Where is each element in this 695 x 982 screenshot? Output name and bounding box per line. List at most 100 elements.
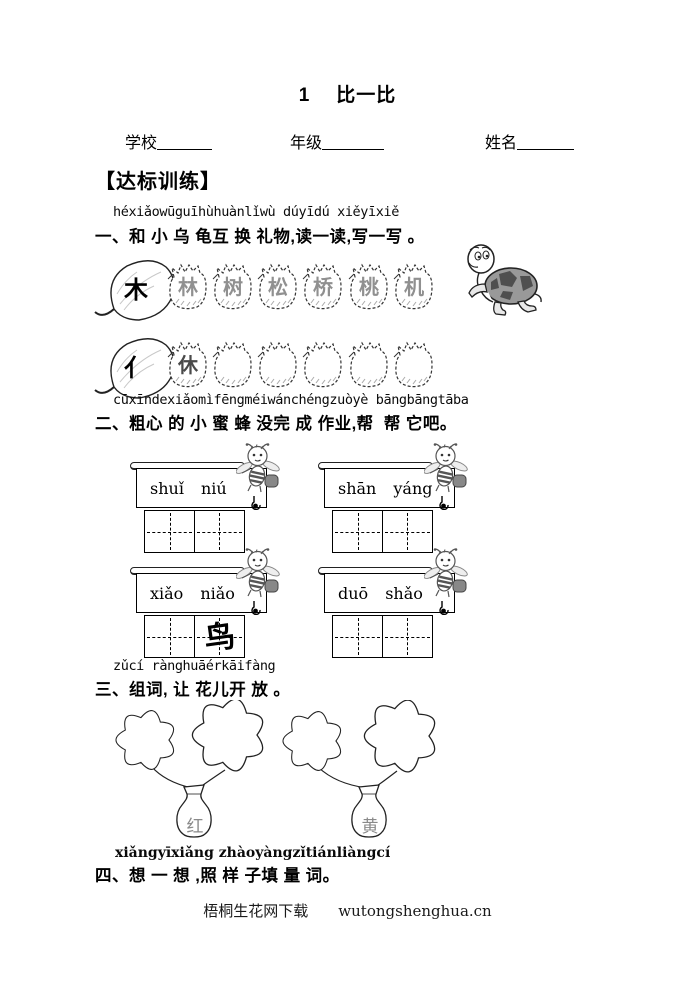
- lesson-title: 比一比: [336, 85, 397, 106]
- leaf-character: 桥: [313, 277, 333, 299]
- flower-shape[interactable]: [282, 711, 342, 771]
- leaf-icon: [257, 342, 297, 388]
- ex1-pinyin: héxiǎowūguīhùhuànlǐwù dúyīdú xiěyīxiě: [113, 204, 399, 220]
- base-character: 亻: [124, 355, 148, 382]
- school-blank[interactable]: [157, 135, 213, 150]
- stem-lines: [150, 765, 226, 789]
- writing-cell[interactable]: [193, 510, 245, 553]
- writing-cell[interactable]: 鸟: [193, 615, 245, 658]
- big-leaf: 木: [93, 254, 179, 324]
- leaf-blank[interactable]: 休: [167, 340, 209, 390]
- section-header: 【达标训练】: [95, 171, 221, 193]
- leaf-character: 松: [268, 277, 288, 299]
- lesson-number: 1: [298, 85, 311, 106]
- leaf-blank[interactable]: 松: [257, 262, 299, 312]
- leaf-icon: [393, 342, 433, 388]
- field-school: 学校: [125, 129, 213, 153]
- writing-cell[interactable]: [381, 615, 433, 658]
- turtle-icon: [467, 244, 542, 316]
- bee-icon: [424, 443, 468, 493]
- written-character: [142, 506, 196, 553]
- ex4-heading: 四、想 一 想 ,照 样 子填 量 词。: [95, 867, 340, 885]
- footer-site-url: wutongshenghua.cn: [338, 902, 492, 920]
- field-label: 学校: [125, 133, 158, 152]
- leaf-icon: [348, 342, 388, 388]
- writing-grid: 鸟: [144, 615, 245, 658]
- written-character: [192, 506, 246, 553]
- written-character: [330, 506, 384, 553]
- ex3-heading: 三、组词, 让 花儿开 放 。: [95, 681, 291, 699]
- leaf-character: 机: [404, 277, 424, 299]
- writing-grid: [332, 510, 433, 553]
- big-leaf: 亻: [93, 332, 179, 402]
- pinyin-panel: shān yáng: [324, 468, 455, 508]
- vase-label: 红: [186, 817, 204, 837]
- writing-grid: [144, 510, 245, 553]
- leaf-blank[interactable]: 桥: [302, 262, 344, 312]
- leaf-blank[interactable]: [393, 340, 435, 390]
- leaf-blank[interactable]: 树: [212, 262, 254, 312]
- leaf-row-1: 木 林 树 松 桥 桃 机: [93, 244, 573, 330]
- leaf-row-2: 亻 休: [93, 328, 573, 408]
- pinyin-syllable: xiǎo: [150, 583, 184, 603]
- ex3-pinyin: zǔcí rànghuāérkāifàng: [113, 658, 276, 674]
- written-character: [330, 611, 384, 658]
- pinyin-syllable: yáng: [393, 478, 433, 498]
- writing-cell[interactable]: [332, 510, 383, 553]
- scroll-curl-icon: [251, 601, 261, 615]
- scroll-curl-icon: [251, 496, 261, 510]
- leaf-blank[interactable]: [348, 340, 390, 390]
- flower-group-yellow: 黄: [280, 699, 448, 845]
- flower-shape[interactable]: [363, 699, 436, 773]
- bee-icon: [236, 548, 280, 598]
- flower-group-red: 红: [113, 698, 278, 845]
- page-title: 1 比一比: [0, 80, 695, 107]
- pinyin-syllable: niú: [200, 478, 227, 498]
- writing-cell[interactable]: [144, 510, 195, 553]
- leaf-character: 树: [223, 277, 243, 299]
- flower-scene: 红 黄: [95, 698, 575, 848]
- leaf-blank[interactable]: [212, 340, 254, 390]
- scroll-curl-icon: [439, 496, 449, 510]
- flower-shape[interactable]: [115, 710, 175, 770]
- pinyin-syllable: shǎo: [385, 583, 423, 603]
- written-character: [380, 611, 434, 658]
- written-character: [142, 611, 196, 658]
- name-blank[interactable]: [517, 135, 575, 150]
- leaf-icon: [302, 342, 342, 388]
- scroll-curl-icon: [439, 601, 449, 615]
- leaf-blank[interactable]: 林: [167, 262, 209, 312]
- ex1-heading: 一、和 小 乌 龟互 换 礼物,读一读,写一写 。: [95, 228, 425, 246]
- ex2-heading: 二、粗心 的 小 蜜 蜂 没完 成 作业,帮 帮 它吧。: [95, 415, 457, 433]
- writing-cell[interactable]: [144, 615, 195, 658]
- leaf-blank[interactable]: 桃: [348, 262, 390, 312]
- field-label: 姓名: [485, 133, 518, 152]
- ex2-pinyin: cūxīndexiǎomìfēngméiwánchéngzuòyè bāngbā…: [113, 392, 469, 408]
- stem-lines: [317, 766, 398, 789]
- ex4-pinyin: xiǎngyīxiǎng zhàoyàngzǐtiánliàngcí: [115, 845, 391, 861]
- leaf-blank[interactable]: [302, 340, 344, 390]
- base-character: 木: [124, 277, 148, 304]
- pinyin-syllable: shuǐ: [150, 478, 184, 498]
- field-label: 年级: [290, 133, 323, 152]
- field-grade: 年级: [290, 129, 385, 153]
- word-card-xiaoniao: xiǎo niǎo 鸟: [130, 548, 286, 665]
- vase-label: 黄: [361, 817, 379, 837]
- leaf-blank[interactable]: [257, 340, 299, 390]
- bee-icon: [424, 548, 468, 598]
- writing-grid: [332, 615, 433, 658]
- leaf-blank[interactable]: 机: [393, 262, 435, 312]
- written-character: [380, 506, 434, 553]
- flower-shape[interactable]: [191, 698, 264, 772]
- writing-cell[interactable]: [381, 510, 433, 553]
- word-card-shuiniu: shuǐ niú: [130, 443, 286, 560]
- leaf-character: 桃: [359, 277, 379, 299]
- grade-blank[interactable]: [322, 135, 385, 150]
- bee-icon: [236, 443, 280, 493]
- footer-site-name: 梧桐生花网下载: [203, 902, 309, 920]
- word-cards: shuǐ niú shān yáng: [130, 443, 610, 670]
- writing-cell[interactable]: [332, 615, 383, 658]
- leaf-character: 林: [178, 277, 198, 299]
- word-card-shanyang: shān yáng: [318, 443, 474, 560]
